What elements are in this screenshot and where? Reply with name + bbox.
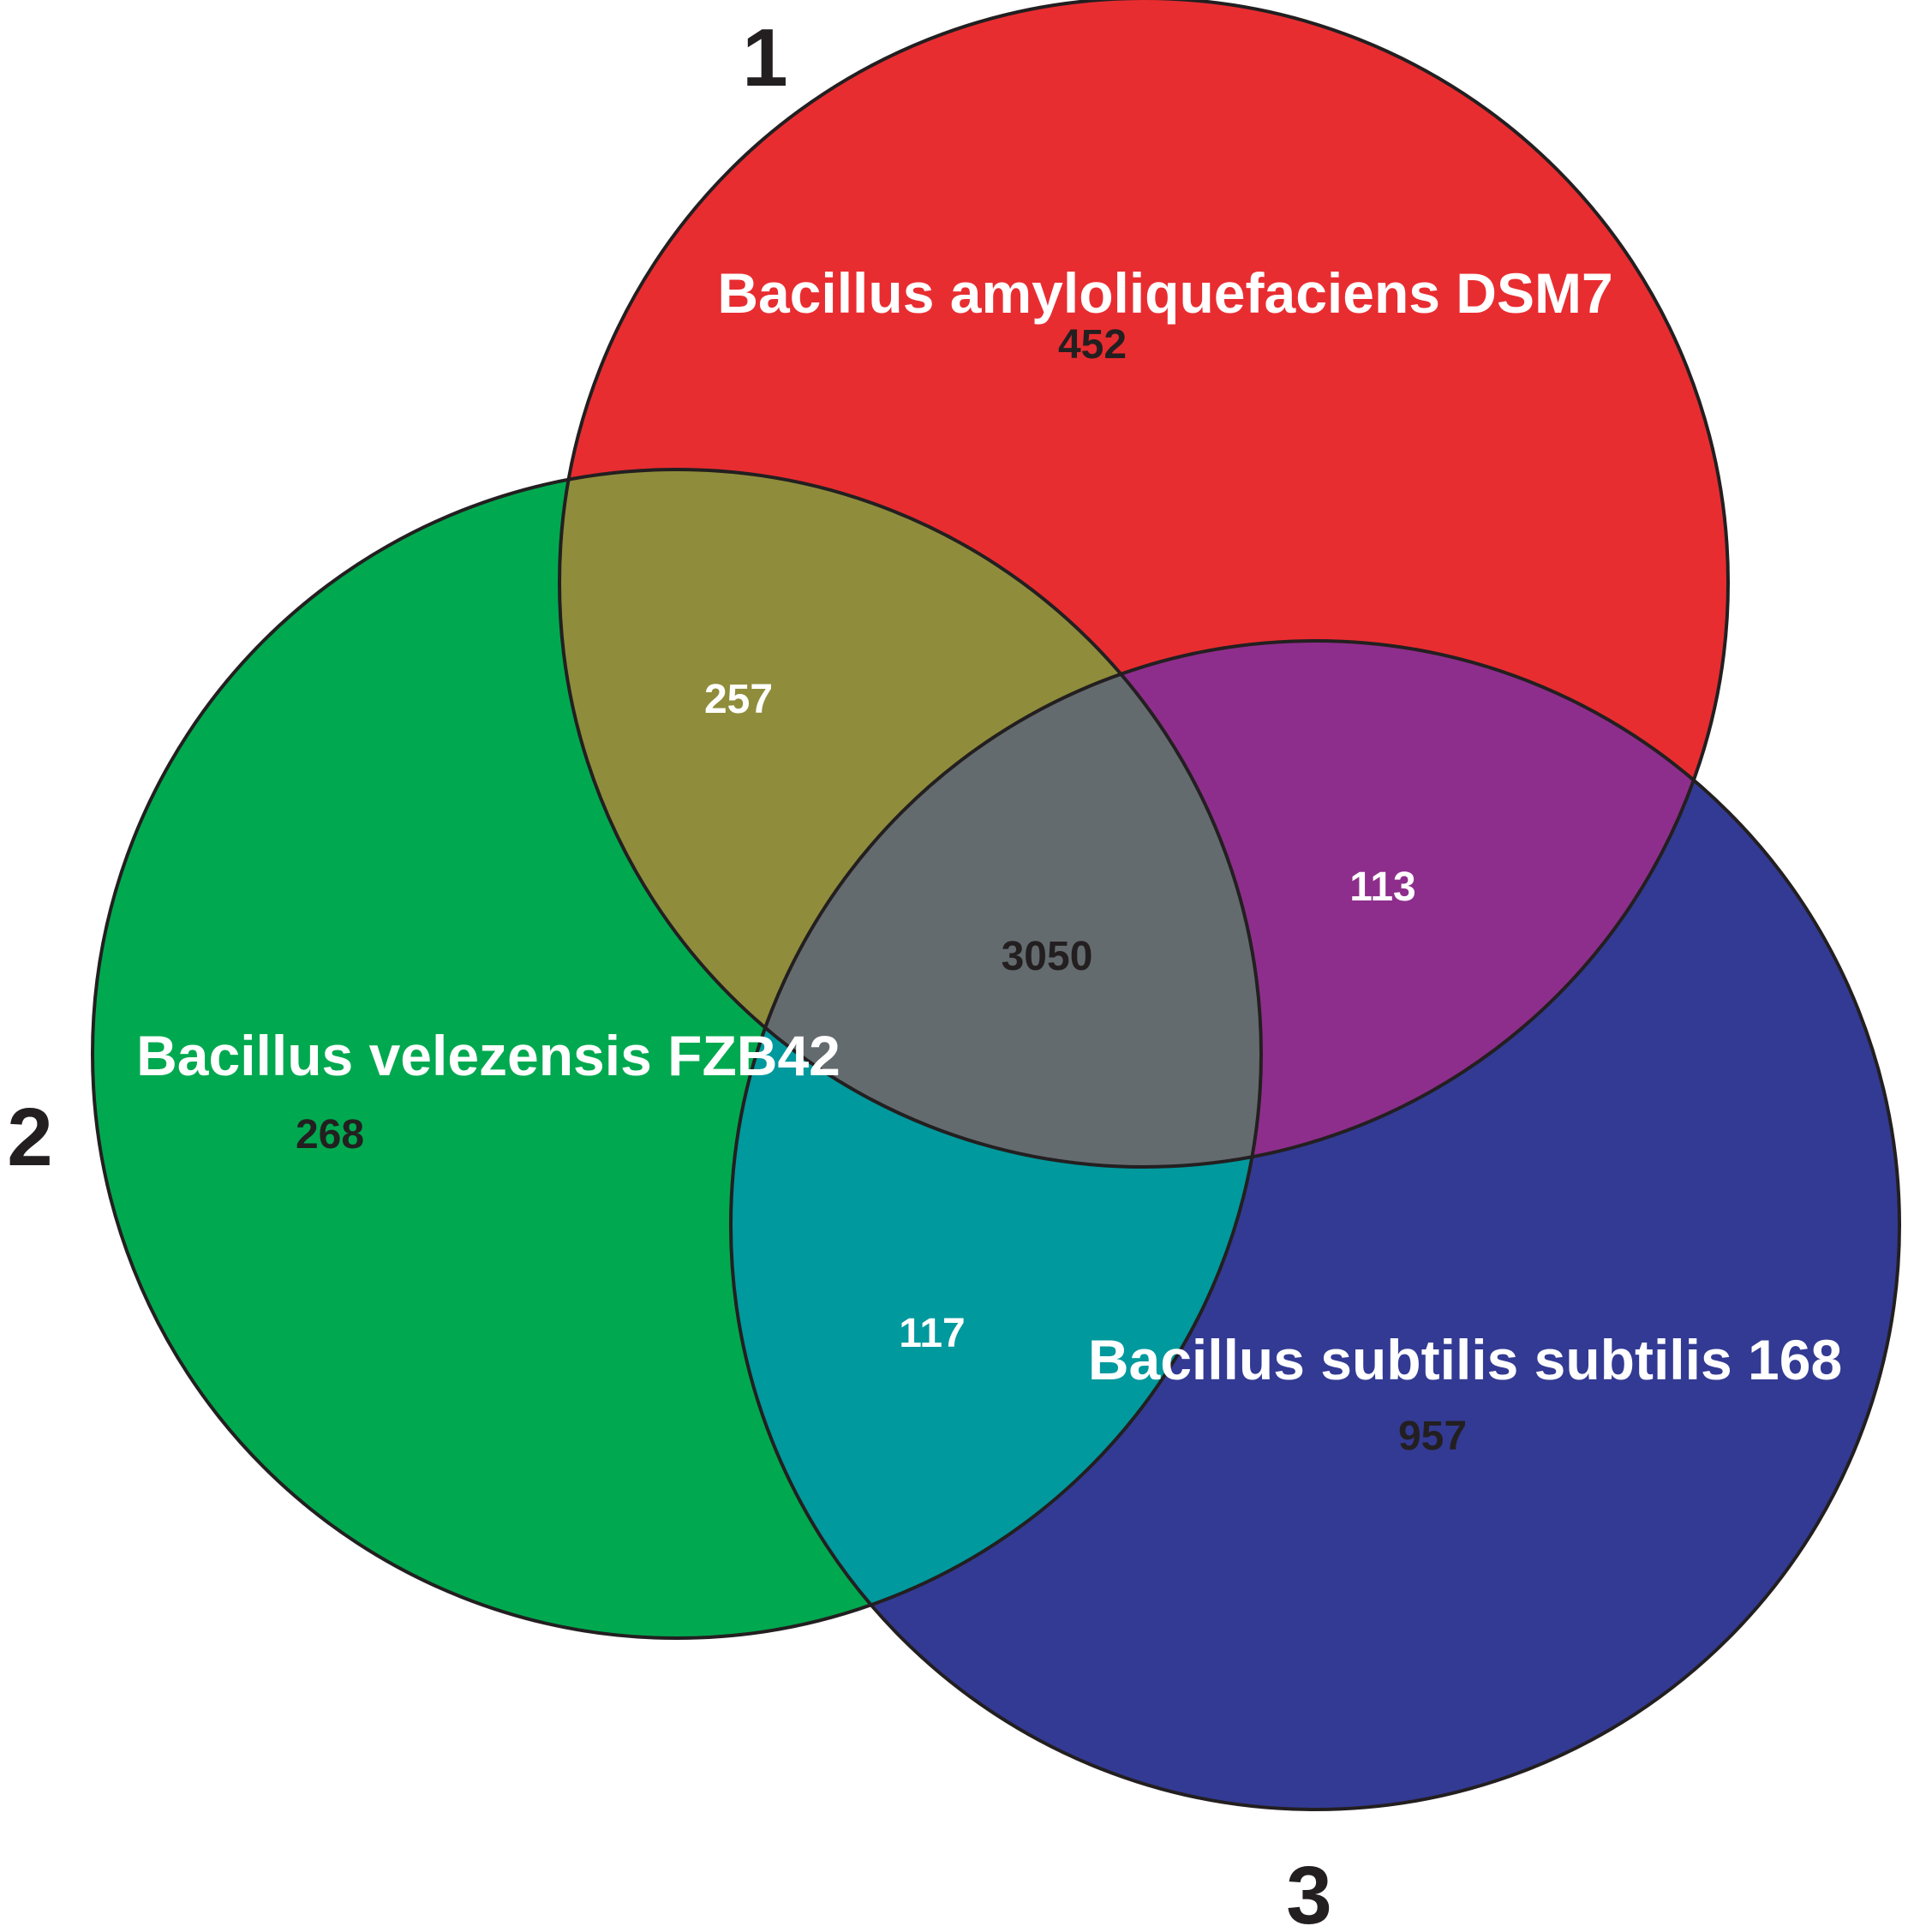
count-1-2: 257 (704, 677, 773, 722)
count-2-3: 117 (899, 1311, 965, 1356)
set-1-outline (558, 0, 1730, 1169)
set-3-outline (729, 639, 1901, 1811)
set-3-number: 3 (1286, 1850, 1331, 1932)
circle-outlines (91, 0, 1901, 1811)
count-all-three: 3050 (1002, 934, 1093, 979)
set-2-number: 2 (7, 1092, 52, 1183)
set-3-label: Bacillus subtilis subtilis 168 (1088, 1328, 1842, 1391)
count-only-3: 957 (1398, 1414, 1467, 1459)
count-1-3: 113 (1349, 864, 1415, 910)
count-only-1: 452 (1058, 322, 1127, 368)
set-2-label: Bacillus velezensis FZB42 (136, 1024, 840, 1087)
count-only-2: 268 (296, 1112, 364, 1157)
set-2-outline (91, 468, 1263, 1640)
set-1-number: 1 (742, 12, 787, 104)
overlap-1-2-3 (731, 641, 1261, 1167)
set-1-label: Bacillus amyloliquefaciens DSM7 (717, 261, 1612, 325)
